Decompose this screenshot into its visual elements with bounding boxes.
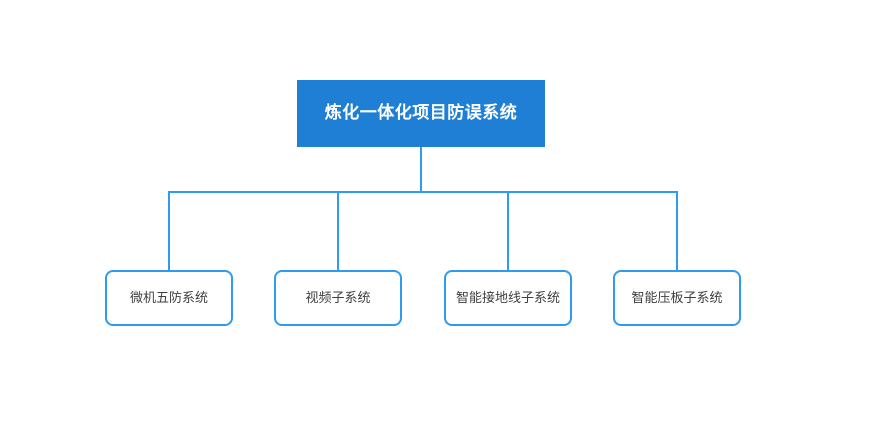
child-node-weiji-wufang[interactable]: 微机五防系统 <box>105 270 233 326</box>
root-node-label: 炼化一体化项目防误系统 <box>324 103 518 123</box>
child-node-label: 智能压板子系统 <box>631 290 723 306</box>
root-node[interactable]: 炼化一体化项目防误系统 <box>297 80 545 147</box>
child-node-zhineng-jiediwang[interactable]: 智能接地线子系统 <box>444 270 572 326</box>
child-node-label: 微机五防系统 <box>129 290 208 306</box>
child-node-zhineng-yaban[interactable]: 智能压板子系统 <box>613 270 741 326</box>
child-node-label: 智能接地线子系统 <box>455 290 560 306</box>
child-node-shipin[interactable]: 视频子系统 <box>274 270 402 326</box>
child-node-label: 视频子系统 <box>305 290 371 306</box>
